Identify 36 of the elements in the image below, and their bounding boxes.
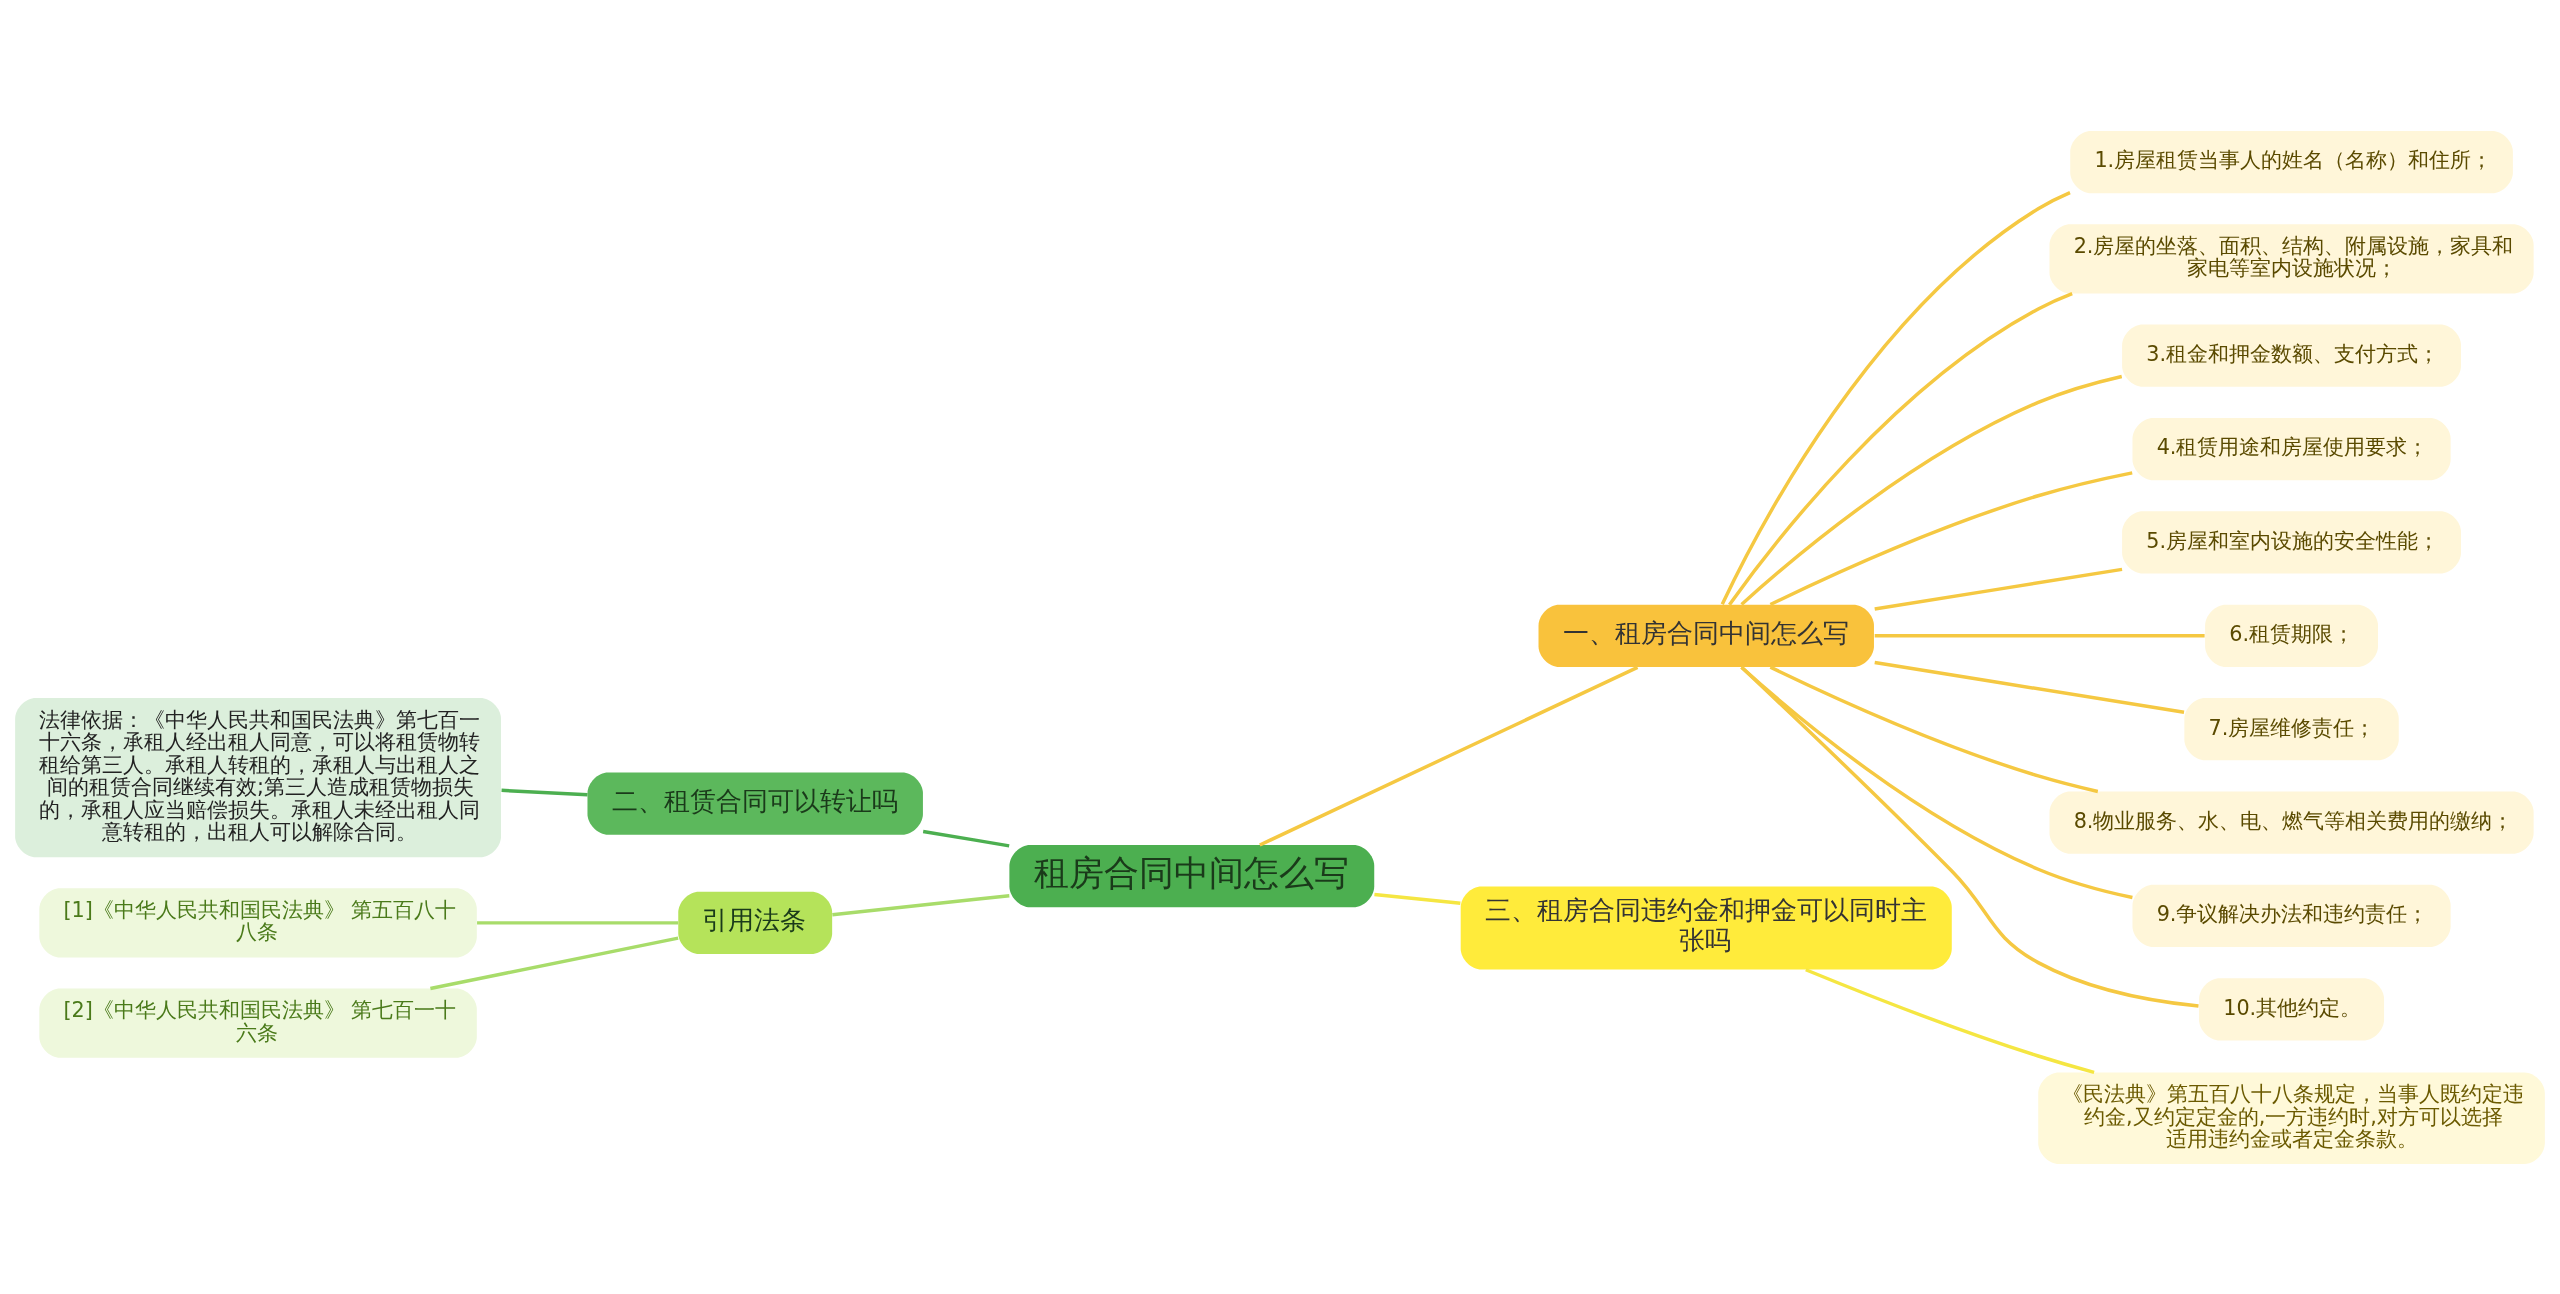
connector [1259, 665, 1639, 847]
node-box: 引用法条 [678, 891, 833, 954]
connector [1769, 470, 2133, 606]
node-box: 10.其他约定。 [2199, 977, 2385, 1040]
connector [1740, 665, 2199, 1008]
connector [1720, 190, 2071, 605]
node-box: 5.房屋和室内设施的安全性能； [2122, 510, 2461, 574]
node-box: 6.租赁期限； [2205, 604, 2378, 667]
node-box: 一、租房合同中间怎么写 [1538, 604, 1874, 667]
connector [1374, 892, 1461, 905]
node-box: 2.房屋的坐落、面积、结构、附属设施，家具和家电等室内设施状况； [2049, 223, 2534, 293]
connector [501, 788, 588, 797]
node-box: 3.租金和押金数额、支付方式； [2122, 324, 2461, 387]
node-box: 1.房屋租赁当事人的姓名（名称）和住所； [2070, 130, 2513, 193]
node-box: 租房合同中间怎么写 [1009, 844, 1375, 907]
node-box: 9.争议解决办法和违约责任； [2132, 884, 2451, 947]
connector [1728, 291, 2073, 606]
node-box: 法律依据：《中华人民共和国民法典》第七百一十六条，承租人经出租人同意，可以将租赁物转租给第三人。承租人转租的，承租人与出租人之间的租赁合同继续有效;第三人造成租赁物损失的，承租人应当赔偿损失。承租人未经出租人同意转租的，出租人可以解除合同。 [15, 697, 501, 857]
node-box: [2]《中华人民共和国民法典》 第七百一十六条 [39, 988, 477, 1058]
connector [1805, 967, 2095, 1074]
node-box: 《民法典》第五百八十八条规定，当事人既约定违约金,又约定定金的,一方违约时,对方可以选择适用违约金或者定金条款。 [2038, 1071, 2545, 1164]
connector [922, 829, 1010, 848]
node-box: 7.房屋维修责任； [2184, 697, 2399, 760]
node-box: 4.租赁用途和房屋使用要求； [2132, 417, 2451, 480]
node-box: [1]《中华人民共和国民法典》 第五百八十八条 [39, 887, 477, 957]
connector [1874, 660, 2185, 714]
connector [1740, 374, 2123, 606]
connector [477, 920, 679, 925]
node-box: 三、租房合同违约金和押金可以同时主张吗 [1460, 886, 1952, 970]
connector [1874, 633, 2205, 638]
connector [430, 935, 679, 990]
connector [1874, 567, 2123, 611]
connector [1769, 665, 2099, 793]
node-box: 8.物业服务、水、电、燃气等相关费用的缴纳； [2049, 790, 2534, 854]
connector [832, 893, 1010, 916]
node-box: 二、租赁合同可以转让吗 [587, 771, 923, 835]
